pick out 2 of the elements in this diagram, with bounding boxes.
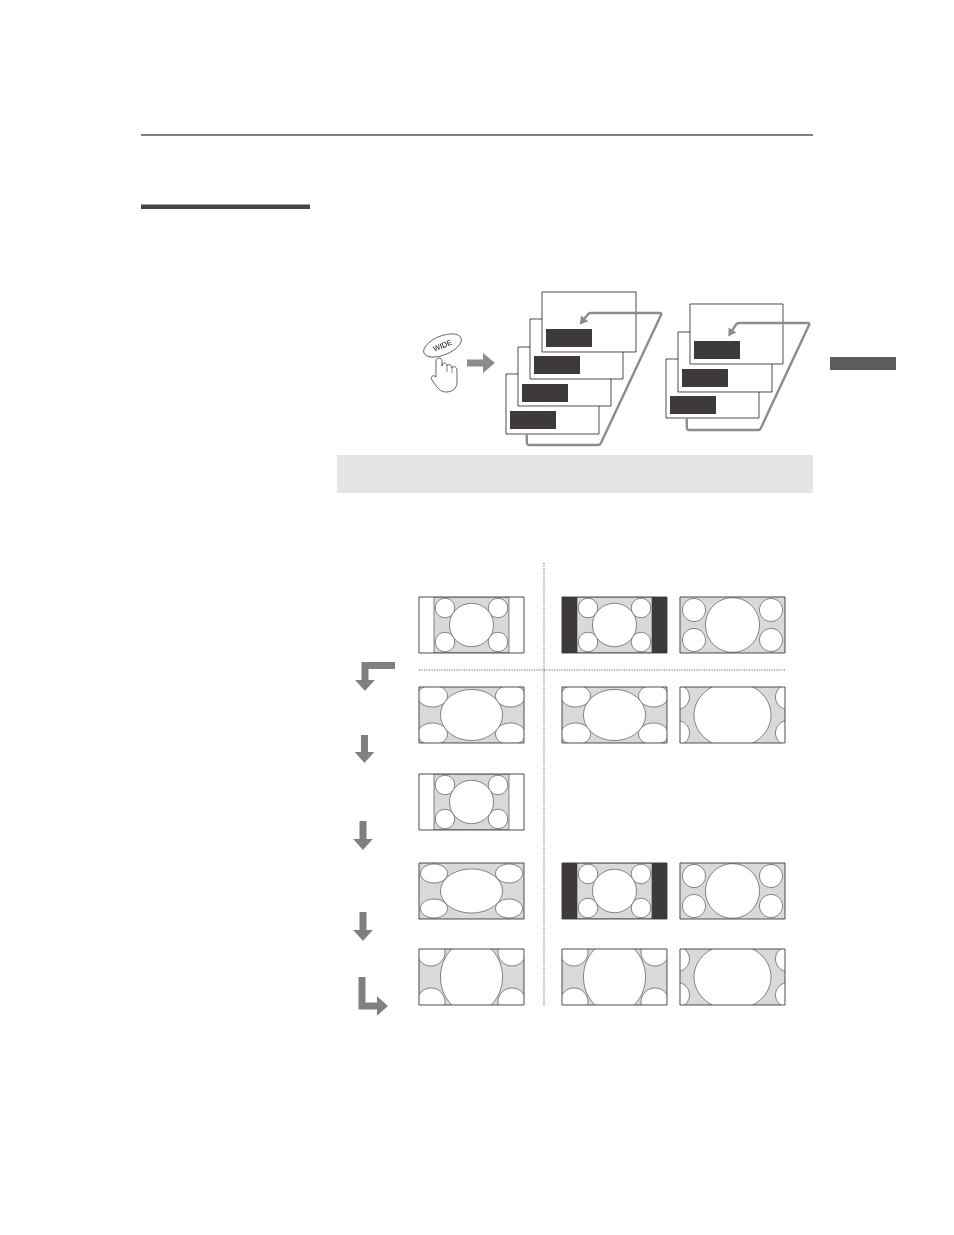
loop-arrow xyxy=(525,311,663,447)
loop-arrow xyxy=(685,321,811,432)
